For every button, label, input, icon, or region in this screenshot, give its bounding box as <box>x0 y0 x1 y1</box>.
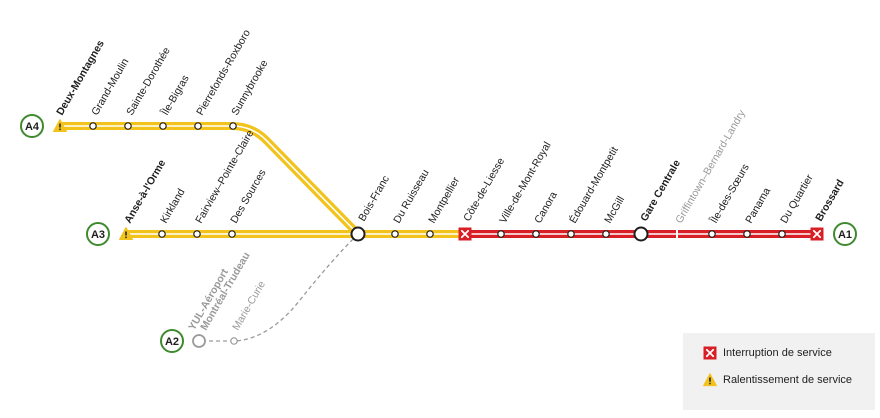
station-dot-edouard-montpetit[interactable] <box>567 230 575 238</box>
station-dot-pierrefonds-roxboro[interactable] <box>194 122 202 130</box>
svg-text:A4: A4 <box>25 121 40 133</box>
station-dot-ile-bigras[interactable] <box>159 122 167 130</box>
station-dot-du-ruisseau[interactable] <box>391 230 399 238</box>
station-label-griffintown: Griffintown–Bernard-Landry <box>673 107 748 225</box>
station-label-ile-bigras: Île-Bigras <box>158 73 192 119</box>
branch-a2-planned-segment <box>199 233 359 342</box>
station-label-kirkland: Kirkland <box>158 187 187 226</box>
interchange-gare-centrale[interactable] <box>633 226 649 242</box>
station-label-sunnybrooke: Sunnybrooke <box>229 58 270 118</box>
station-dot-ville-mont-royal[interactable] <box>497 230 505 238</box>
station-dot-mcgill[interactable] <box>602 230 610 238</box>
station-dot-ile-des-soeurs[interactable] <box>708 230 716 238</box>
station-dot-des-sources[interactable] <box>228 230 236 238</box>
legend-panel: Interruption de service Ralentissement d… <box>683 333 875 410</box>
branch-badge-a4[interactable]: A4 <box>20 114 44 138</box>
station-terminal-yul[interactable] <box>192 334 206 348</box>
station-label-canora: Canora <box>532 190 560 226</box>
station-label-brossard: Brossard <box>813 178 846 224</box>
warning-icon <box>703 373 717 387</box>
station-dot-kirkland[interactable] <box>158 230 166 238</box>
station-dot-marie-curie[interactable] <box>230 337 238 345</box>
station-label-du-ruisseau: Du Ruisseau <box>391 167 432 225</box>
svg-text:A2: A2 <box>165 336 179 348</box>
station-label-marie-curie: Marie-Curie <box>230 279 268 333</box>
station-dot-du-quartier[interactable] <box>778 230 786 238</box>
interruption-icon <box>703 346 717 360</box>
station-dot-canora[interactable] <box>532 230 540 238</box>
station-dot-montpellier[interactable] <box>426 230 434 238</box>
interruption-icon <box>458 227 472 241</box>
warning-icon <box>53 119 67 132</box>
station-dot-sainte-dorothee[interactable] <box>124 122 132 130</box>
legend-label-interruption: Interruption de service <box>723 347 832 359</box>
station-label-des-sources: Des Sources <box>228 167 268 225</box>
station-dot-panama[interactable] <box>743 230 751 238</box>
branch-badge-a1[interactable]: A1 <box>833 222 857 246</box>
legend-label-slowdown: Ralentissement de service <box>723 374 853 386</box>
station-label-mcgill: McGill <box>602 194 627 225</box>
warning-icon <box>119 227 133 240</box>
station-label-bois-franc: Bois-Franc <box>356 174 392 224</box>
interruption-icon <box>810 227 824 241</box>
station-dot-sunnybrooke[interactable] <box>229 122 237 130</box>
svg-text:A3: A3 <box>91 229 105 241</box>
station-label-panama: Panama <box>743 185 773 225</box>
svg-text:A1: A1 <box>838 229 852 241</box>
legend-item-interruption: Interruption de service <box>703 346 875 360</box>
legend-item-slowdown: Ralentissement de service <box>703 373 875 387</box>
station-label-montpellier: Montpellier <box>426 175 462 226</box>
branch-a4-segment <box>60 122 361 237</box>
station-dot-grand-moulin[interactable] <box>89 122 97 130</box>
branch-badge-a2[interactable]: A2 <box>160 329 184 353</box>
station-dot-fairview[interactable] <box>193 230 201 238</box>
branch-badge-a3[interactable]: A3 <box>86 222 110 246</box>
station-label-du-quartier: Du Quartier <box>778 172 816 225</box>
interchange-bois-franc[interactable] <box>350 226 366 242</box>
